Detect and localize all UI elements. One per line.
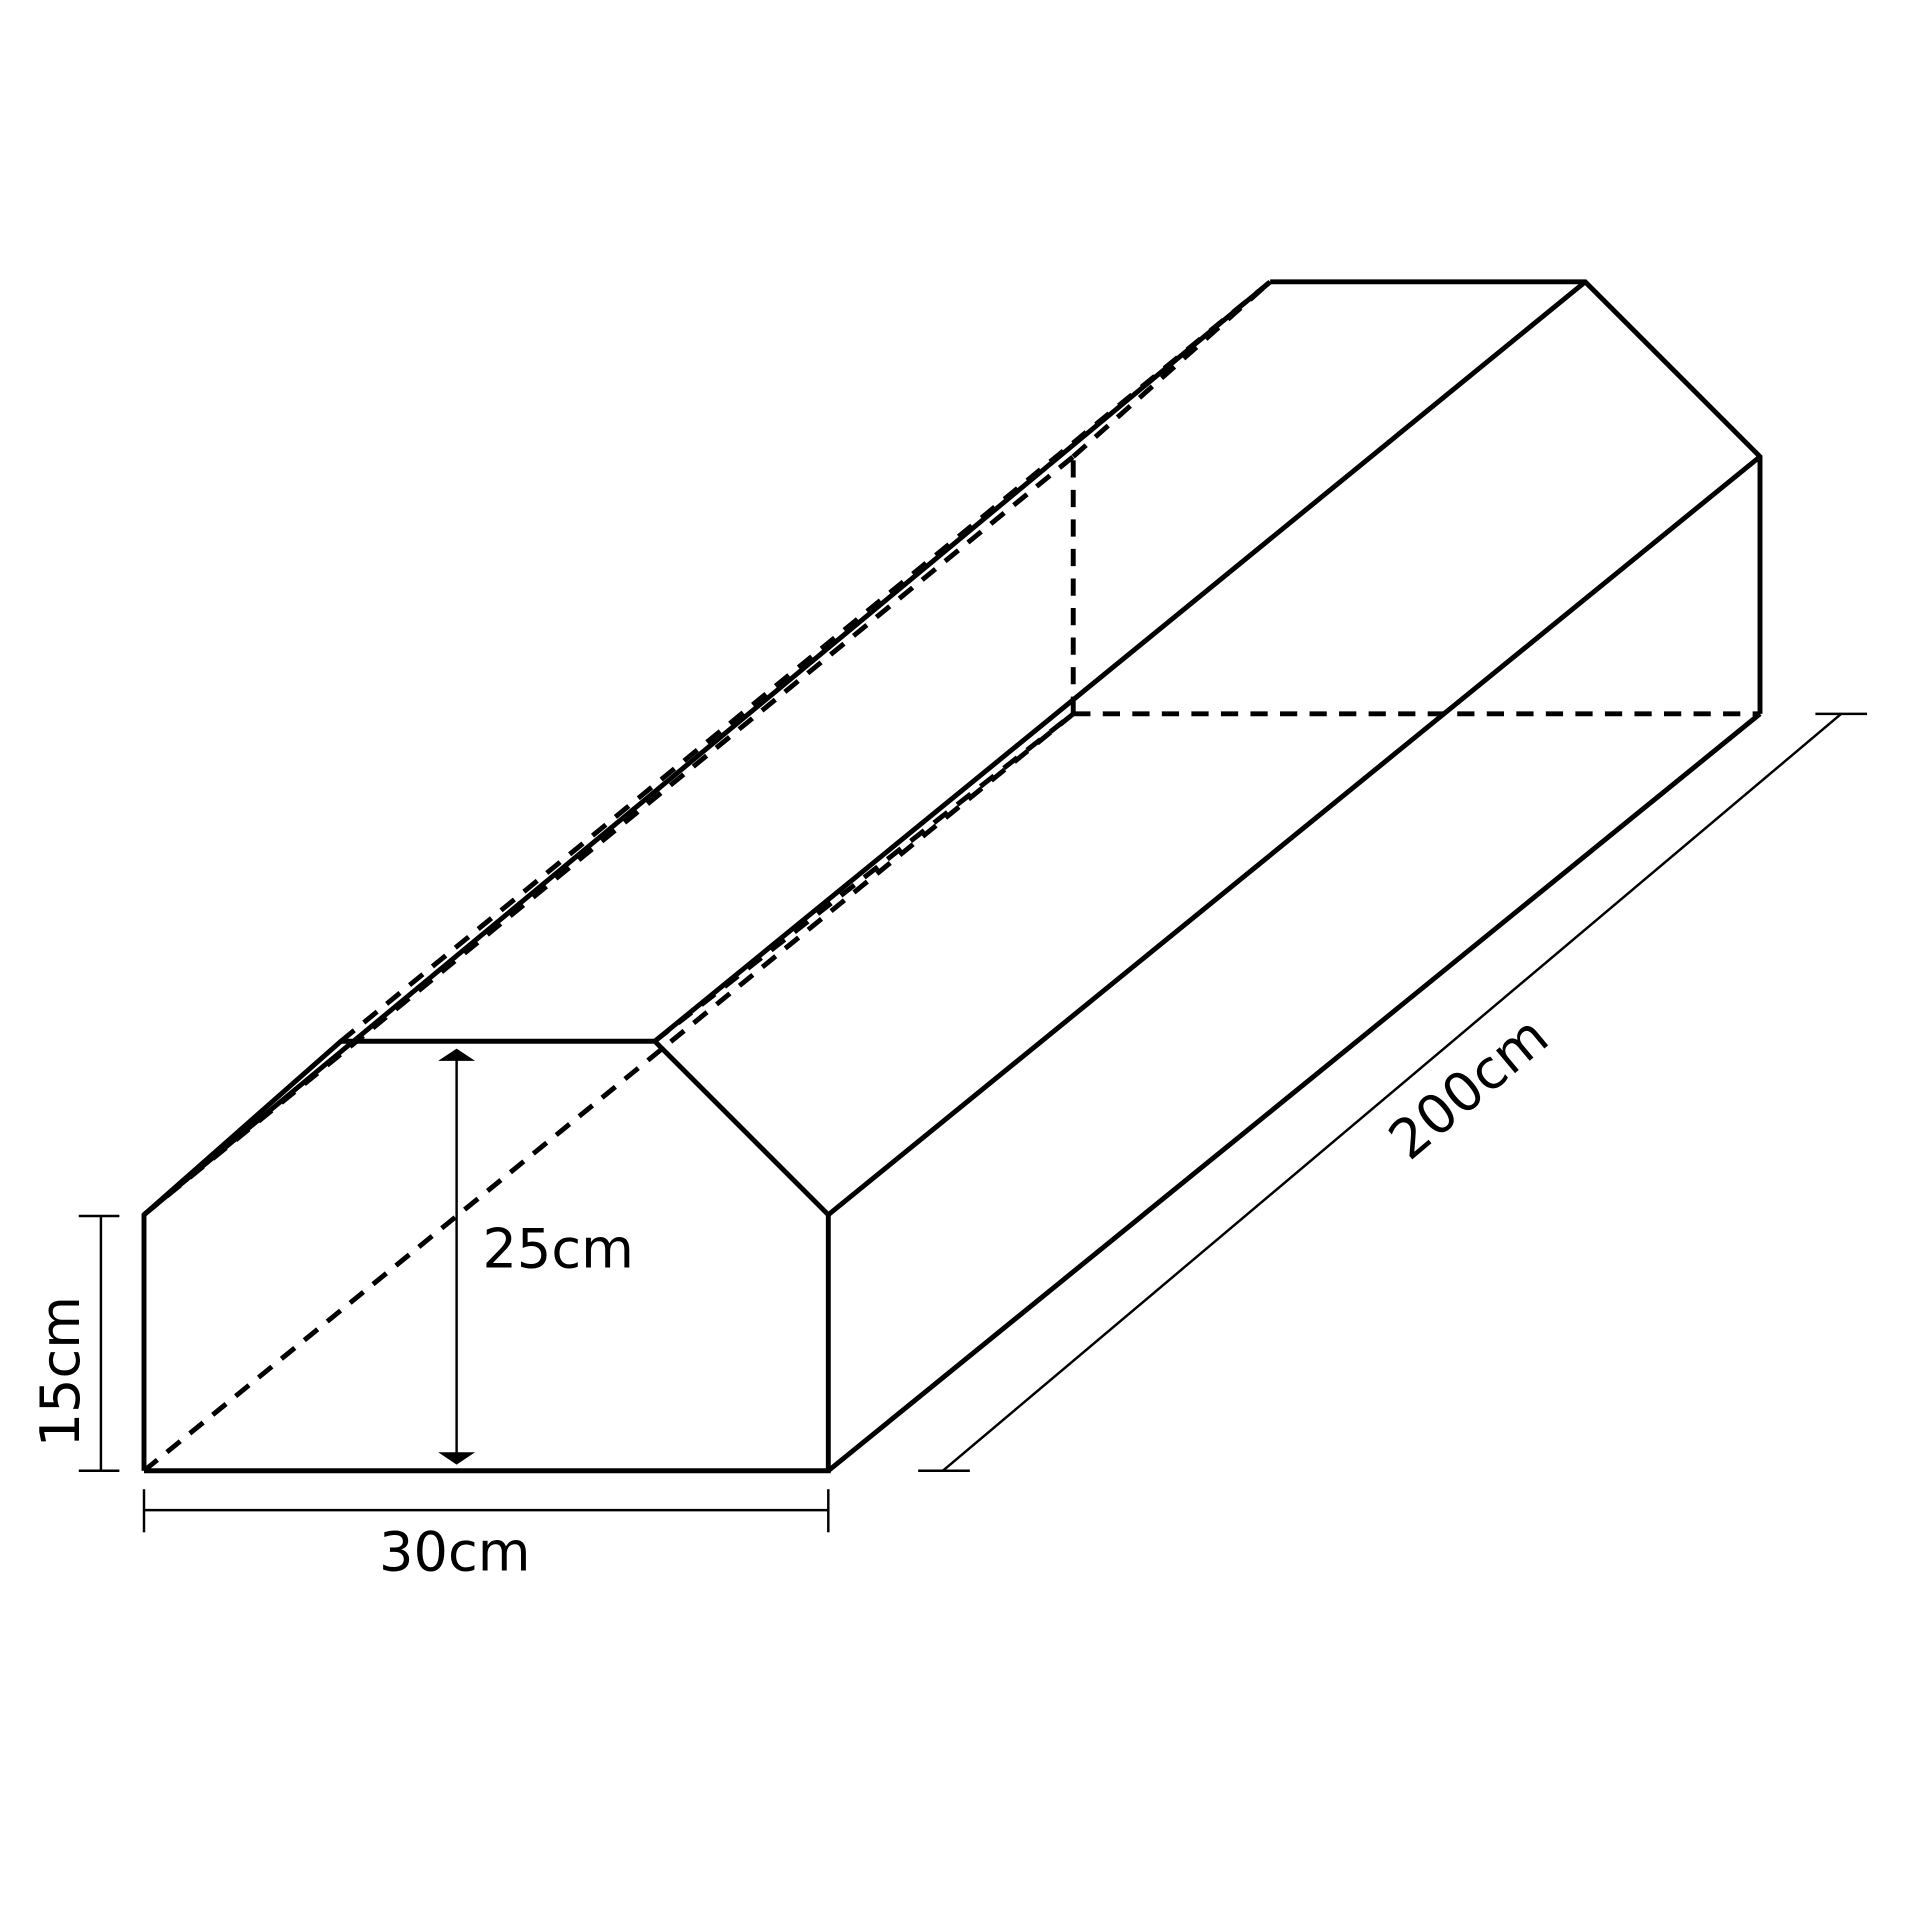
back-face-visible-edges: [1270, 279, 1763, 714]
edge-right-ridge: [653, 279, 1587, 1044]
length-dimension-line: [941, 712, 1843, 1472]
arrow-down-icon: [438, 1452, 476, 1465]
hidden-edge-left: [142, 454, 1075, 1217]
hidden-edge-bottom-left: [142, 711, 1075, 1473]
hidden-edge-roof-left: [339, 279, 1272, 1044]
edge-bottom-right: [826, 711, 1762, 1473]
edge-right-eave: [826, 454, 1762, 1217]
arrow-up-icon: [438, 1048, 476, 1061]
width-label: 30cm: [379, 1520, 530, 1583]
total-height-label: 25cm: [482, 1218, 633, 1281]
wall-height-label: 15cm: [29, 1296, 92, 1447]
